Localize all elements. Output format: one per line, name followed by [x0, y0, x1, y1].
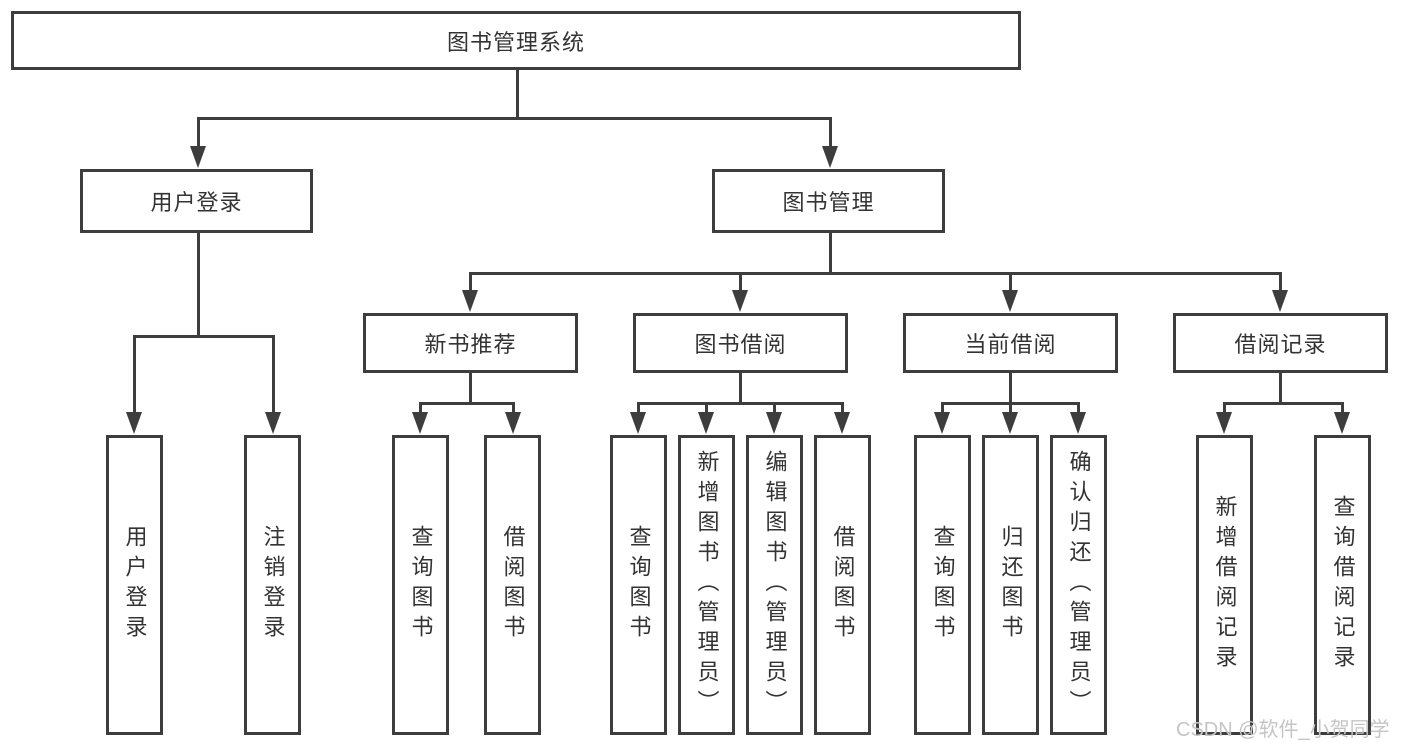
- connector-line: [705, 402, 708, 414]
- connector-line: [469, 372, 472, 404]
- arrow-down-icon: [265, 412, 281, 434]
- leaf-confirm-return-admin: 确认归还（管理员）: [1050, 435, 1107, 735]
- connector-line: [941, 402, 944, 414]
- arrow-down-icon: [1002, 412, 1018, 434]
- arrow-down-icon: [630, 412, 646, 434]
- connector-line: [739, 272, 742, 292]
- leaf-query-books-recommend: 查询图书: [392, 435, 449, 735]
- node-borrowing-records: 借阅记录: [1173, 313, 1388, 373]
- leaf-add-book-admin: 新增图书（管理员）: [678, 435, 735, 735]
- arrow-down-icon: [462, 290, 478, 312]
- arrow-down-icon: [1216, 412, 1232, 434]
- connector-line: [516, 70, 519, 120]
- arrow-down-icon: [766, 412, 782, 434]
- leaf-query-books-borrowing: 查询图书: [610, 435, 667, 735]
- connector-line: [469, 272, 1282, 275]
- leaf-add-borrowing-record: 新增借阅记录: [1196, 435, 1253, 735]
- node-current-borrowing: 当前借阅: [903, 313, 1118, 373]
- connector-line: [841, 402, 844, 414]
- connector-line: [1341, 402, 1344, 414]
- connector-line: [197, 117, 832, 120]
- leaf-logout: 注销登录: [244, 435, 301, 735]
- arrow-down-icon: [822, 146, 838, 168]
- arrow-down-icon: [732, 290, 748, 312]
- arrow-down-icon: [190, 146, 206, 168]
- connector-line: [1223, 402, 1226, 414]
- leaf-borrow-books-borrowing: 借阅图书: [814, 435, 871, 735]
- arrow-down-icon: [934, 412, 950, 434]
- connector-line: [133, 335, 275, 338]
- connector-line: [1223, 402, 1344, 405]
- leaf-query-borrowing-record: 查询借阅记录: [1314, 435, 1371, 735]
- connector-line: [133, 335, 136, 414]
- connector-line: [1279, 372, 1282, 404]
- leaf-return-books: 归还图书: [982, 435, 1039, 735]
- connector-line: [829, 117, 832, 148]
- connector-line: [197, 117, 200, 148]
- connector-line: [272, 335, 275, 414]
- connector-line: [1077, 402, 1080, 414]
- connector-line: [829, 233, 832, 274]
- node-library-management-system: 图书管理系统: [11, 11, 1021, 70]
- arrow-down-icon: [505, 412, 521, 434]
- connector-line: [197, 233, 200, 337]
- arrow-down-icon: [126, 412, 142, 434]
- arrow-down-icon: [1334, 412, 1350, 434]
- node-user-login: 用户登录: [80, 169, 313, 233]
- connector-line: [419, 402, 422, 414]
- arrow-down-icon: [1002, 290, 1018, 312]
- leaf-borrow-books-recommend: 借阅图书: [484, 435, 541, 735]
- arrow-down-icon: [412, 412, 428, 434]
- node-book-borrowing: 图书借阅: [633, 313, 848, 373]
- connector-line: [637, 402, 844, 405]
- arrow-down-icon: [834, 412, 850, 434]
- node-new-book-recommendation: 新书推荐: [363, 313, 578, 373]
- connector-line: [512, 402, 515, 414]
- connector-line: [1279, 272, 1282, 292]
- leaf-edit-book-admin: 编辑图书（管理员）: [746, 435, 803, 735]
- arrow-down-icon: [698, 412, 714, 434]
- connector-line: [1009, 272, 1012, 292]
- arrow-down-icon: [1272, 290, 1288, 312]
- connector-line: [773, 402, 776, 414]
- leaf-user-login: 用户登录: [106, 435, 163, 735]
- connector-line: [469, 272, 472, 292]
- node-book-management: 图书管理: [712, 169, 945, 233]
- leaf-query-books-current: 查询图书: [914, 435, 971, 735]
- connector-line: [1009, 402, 1012, 414]
- arrow-down-icon: [1070, 412, 1086, 434]
- connector-line: [739, 372, 742, 404]
- connector-line: [1009, 372, 1012, 404]
- connector-line: [419, 402, 515, 405]
- connector-line: [637, 402, 640, 414]
- watermark: CSDN @软件_小贺同学: [1176, 719, 1390, 741]
